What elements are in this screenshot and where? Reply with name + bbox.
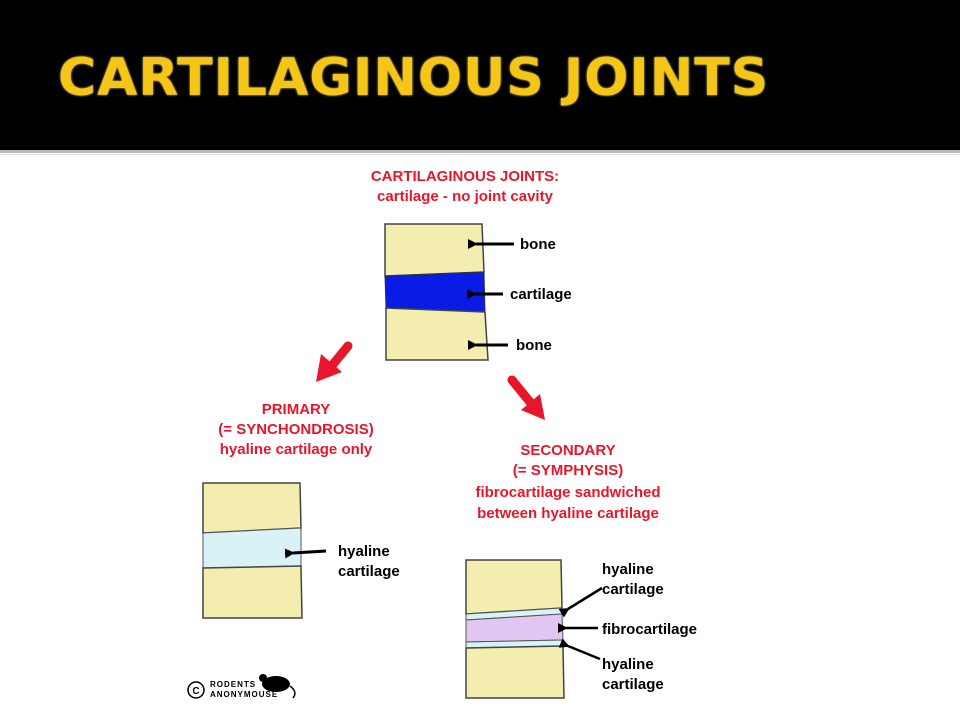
primary-line2: (= SYNCHONDROSIS)	[218, 421, 373, 438]
arrow-secondary-hyaline-bottom	[558, 638, 601, 661]
secondary-bone-lower	[465, 645, 565, 699]
secondary-line4: between hyaline cartilage	[477, 505, 659, 522]
secondary-line1: SECONDARY	[520, 442, 615, 459]
secondary-line3: fibrocartilage sandwiched	[475, 484, 660, 501]
secondary-label-hyaline-bottom-2: cartilage	[602, 676, 664, 693]
secondary-label-hyaline-top-2: cartilage	[602, 581, 664, 598]
secondary-label-hyaline-top-1: hyaline	[602, 561, 654, 578]
secondary-bone-upper	[465, 559, 563, 615]
slide-title: CARTILAGINOUS JOINTS	[58, 48, 770, 108]
credit-line1: RODENTS	[210, 680, 256, 689]
title-divider-light	[0, 154, 960, 155]
top-bone-lower	[385, 307, 489, 361]
primary-bone-upper	[202, 482, 302, 534]
arrow-primary-hyaline	[284, 548, 327, 559]
primary-bone-lower	[202, 565, 303, 619]
label-bone-lower: bone	[516, 337, 552, 354]
primary-label-line1: hyaline	[338, 543, 390, 560]
primary-line3: hyaline cartilage only	[220, 441, 373, 458]
label-bone-upper: bone	[520, 236, 556, 253]
top-cartilage	[384, 271, 486, 313]
credit-line2: ANONYMOUSE	[210, 690, 278, 699]
mouse-icon	[259, 674, 296, 699]
arrow-secondary-hyaline-top	[558, 586, 603, 618]
copyright-icon	[187, 681, 205, 699]
diagram-header-line2: cartilage - no joint cavity	[377, 188, 554, 205]
title-bar: CARTILAGINOUS JOINTS	[0, 0, 960, 150]
secondary-label-hyaline-bottom-1: hyaline	[602, 656, 654, 673]
top-bone-upper	[384, 223, 485, 277]
primary-hyaline-cartilage	[202, 527, 302, 569]
secondary-line2: (= SYMPHYSIS)	[513, 462, 623, 479]
label-cartilage: cartilage	[510, 286, 572, 303]
red-arrow-right-icon	[507, 375, 545, 420]
diagram-header-line1: CARTILAGINOUS JOINTS:	[371, 168, 559, 185]
top-joint: bone cartilage bone	[384, 223, 572, 361]
copyright-symbol: C	[192, 686, 199, 697]
red-arrow-left-icon	[316, 341, 353, 382]
primary-label-line2: cartilage	[338, 563, 400, 580]
secondary-joint: hyaline cartilage fibrocartilage hyaline…	[465, 559, 697, 699]
primary-joint: hyaline cartilage	[202, 482, 400, 619]
rodents-anonymouse-credit: C RODENTS ANONYMOUSE	[187, 674, 296, 699]
title-divider	[0, 150, 960, 153]
primary-line1: PRIMARY	[262, 401, 331, 418]
secondary-label-fibro: fibrocartilage	[602, 621, 697, 638]
